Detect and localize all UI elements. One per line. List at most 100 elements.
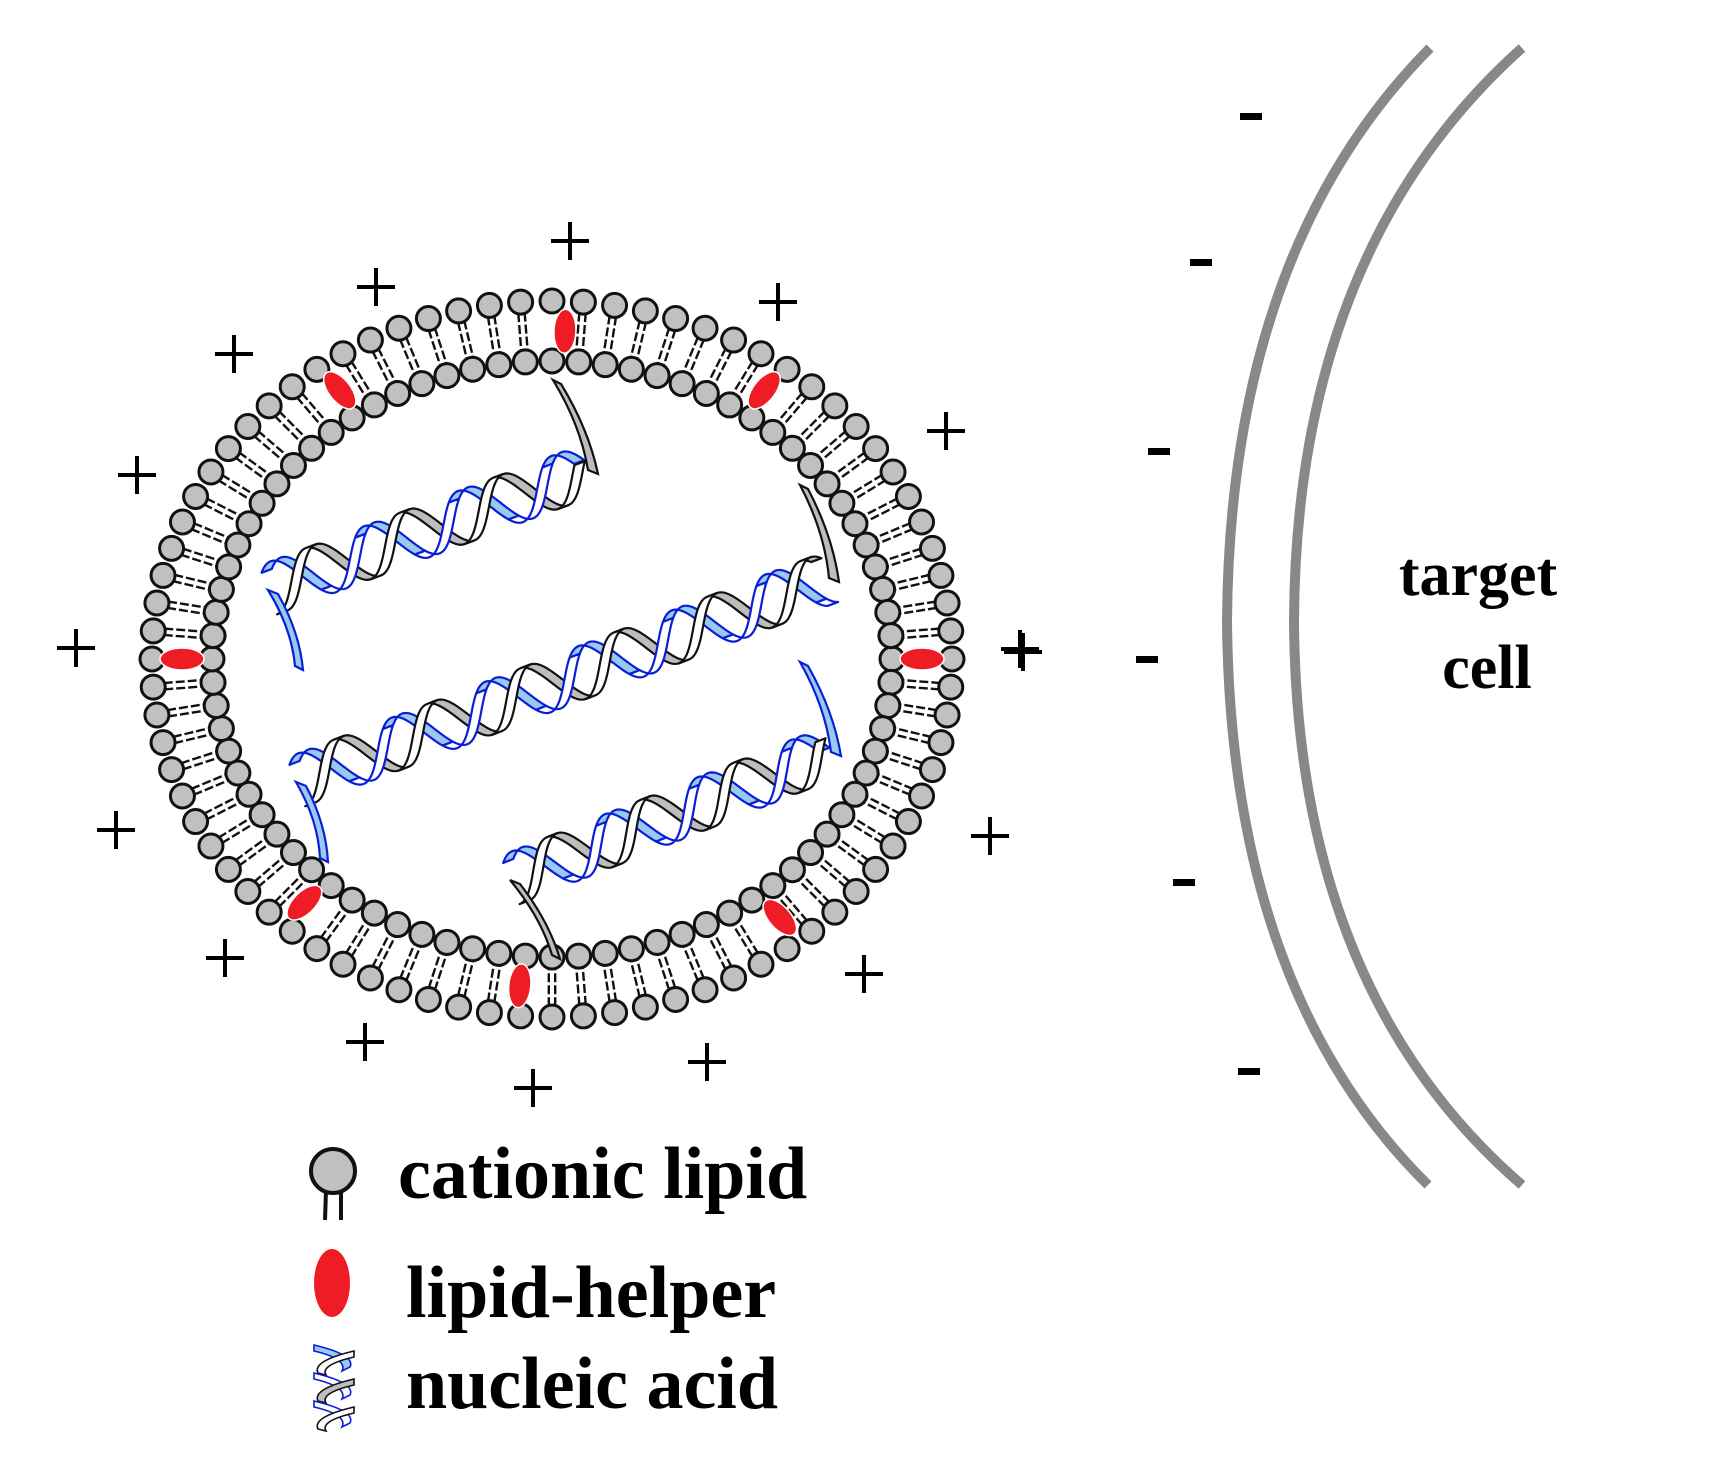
lipid-tail [815,430,847,457]
cationic-lipid-head [643,928,671,956]
cationic-lipid-head [248,489,276,517]
helix-front-face [677,591,719,665]
helper-lipid [553,308,577,354]
cationic-lipid-head [918,534,946,562]
legend: cationic lipid lipid-helper nucleic acid [309,1133,807,1433]
plus-sign [551,222,589,260]
lipid-tail [608,316,618,355]
helix-front-face [704,758,744,832]
plus-sign [346,1023,384,1061]
positive-charges [57,222,1042,1107]
plus-sign [206,939,244,977]
lipid-tail [167,709,207,718]
lipid-tail [682,945,700,982]
cationic-lipid-head [168,782,196,810]
cationic-lipid-icon [309,1147,357,1221]
cationic-lipid-head [747,340,775,368]
plus-sign [215,335,253,373]
cationic-lipid-head [303,355,331,383]
lipid-tail [635,321,648,360]
helix-back-face [541,450,586,469]
lipid-tail [182,547,220,562]
lipid-tail [815,861,847,888]
lipid-tail [517,313,523,352]
lipid-tail [190,773,228,791]
helix-back-face [491,472,570,511]
helix-back-face [425,698,504,737]
cationic-lipid-head [202,692,230,720]
cationic-lipid-head [360,391,388,419]
lipid-tail [278,878,308,908]
cationic-lipid-head [139,673,167,701]
lipid-tail [629,959,641,998]
cationic-lipid-head [720,326,748,354]
lipid-tail [820,435,851,462]
cationic-lipid-head [937,673,965,701]
lipid-tail [876,773,914,791]
helix-front-face [348,724,395,786]
lipid-tail [901,685,940,691]
lipid-tail [377,347,397,383]
cationic-lipid-head [879,832,907,860]
cationic-lipid-head [235,510,263,538]
plus-sign [1004,633,1042,671]
helix-front-face [747,746,794,809]
lipid-tail [164,685,203,691]
lipid-tail [319,906,345,939]
helix-front-face [276,543,318,616]
minus-sign [1136,656,1158,663]
cationic-lipid-head [813,470,841,498]
lipid-tail [575,967,581,1006]
lipid-tail [736,919,760,954]
lipid-tail [456,958,469,997]
lipid-heads [138,287,966,1031]
minus-sign [1148,448,1170,455]
lipid-tail [731,923,754,958]
helix-front-face [815,597,840,607]
cationic-lipid-head [759,418,787,446]
cationic-lipid-head [143,589,171,617]
cationic-lipid-head [356,964,384,992]
lipid-tail [486,316,496,355]
plus-sign [514,1069,552,1107]
legend-helix-ribbon [316,1405,355,1433]
lipid-tail [731,360,754,395]
lipid-tail [876,527,914,545]
lipid-tail [493,964,502,1003]
cationic-lipid-head [668,370,696,398]
cationic-lipid-head [139,617,167,645]
lipid-tail [193,779,230,796]
lipid-tail [865,795,901,815]
lipid-tail [172,579,211,592]
cationic-lipid-head [617,355,645,383]
cationic-lipid-head [143,701,171,729]
lipid-tail [688,942,706,980]
lipid-tail [602,315,611,354]
cationic-lipid-head [263,470,291,498]
lipid-tail [221,473,256,496]
legend-helix-ribbon [313,1371,352,1401]
plus-sign [57,629,95,667]
lipid-tail [892,573,930,585]
lipid-tail [893,726,932,739]
cationic-lipid-head [927,729,955,757]
lipid-tail [463,320,475,359]
lipid-tail [253,856,284,883]
cationic-lipid-head [197,832,225,860]
cationic-lipid-head [894,808,922,836]
cationic-lipid-head [445,297,473,325]
lipid-tail [781,890,809,922]
cationic-lipid-head [303,935,331,963]
lipid-tail [486,963,496,1002]
plus-sign [845,955,883,993]
cationic-lipid-head [778,434,806,462]
strand-end [797,659,843,758]
lipid-tails [163,312,941,1007]
helper-lipid [159,647,205,671]
lipid-tail [300,392,328,423]
cell-membrane-inner [1288,44,1526,1189]
helix-back-face [304,542,383,581]
lipid-tail [884,756,922,771]
lipid-tail [456,321,469,360]
cationic-lipid-head [485,939,513,967]
